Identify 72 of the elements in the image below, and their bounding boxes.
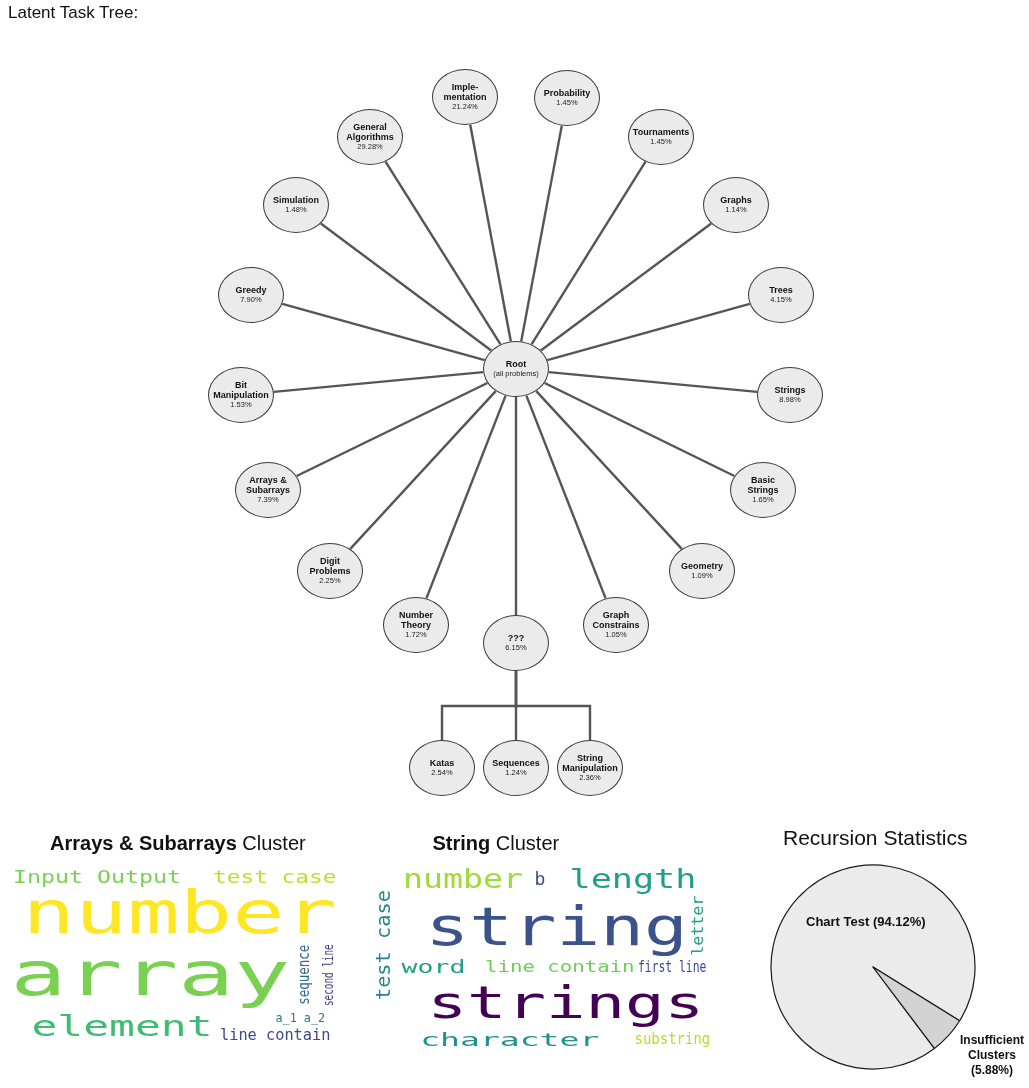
cloud-word: array: [10, 939, 290, 1010]
cloud-word: Input Output: [13, 865, 182, 887]
connector-line: [548, 370, 758, 394]
connector-line: [525, 395, 607, 599]
cloud-word: a_1 a_2: [275, 1011, 325, 1026]
connector-line: [530, 161, 647, 345]
connector-line: [320, 222, 492, 352]
node-title: Graphs: [720, 195, 752, 206]
chart-title: Recursion Statistics: [783, 826, 968, 851]
cloud-word: sequence: [296, 944, 314, 1005]
node-title: Katas: [429, 758, 455, 769]
cloud-word: number: [403, 866, 523, 892]
cloud-word: line contain: [219, 1027, 331, 1045]
connector-line: [273, 370, 484, 394]
connector-line: [544, 381, 735, 478]
node-title: Arrays & Subarrays: [245, 475, 291, 496]
node-title: Tournaments: [632, 127, 690, 138]
node-title: Graph Constrains: [591, 610, 641, 631]
node-ellipse: [483, 341, 549, 397]
cloud-word: b: [534, 870, 546, 888]
node-title: Strings: [774, 385, 806, 396]
node-title: Greedy: [235, 285, 267, 296]
cloud-word: substring: [633, 1029, 710, 1049]
node-title: Sequences: [492, 758, 540, 769]
cloud-word: letter: [690, 895, 708, 956]
node-title: Simulation: [273, 195, 319, 206]
node-ellipse: [757, 367, 823, 423]
connector-line: [281, 302, 486, 362]
connector-line: [546, 302, 751, 362]
cloud-word: word: [401, 958, 465, 976]
connector-line: [514, 671, 592, 740]
node-ellipse: [703, 177, 769, 233]
cloud-word: strings: [426, 976, 704, 1028]
node-title: ???: [507, 633, 525, 644]
node-title: Imple- mentation: [442, 82, 488, 103]
connector-line: [384, 161, 502, 345]
node-ellipse: [263, 177, 329, 233]
node-title: Basic Strings: [746, 475, 780, 496]
node-title: Digit Problems: [308, 556, 352, 577]
node-title: String Manipulation: [561, 753, 619, 774]
slice-label: Chart Test (94.12%): [806, 914, 926, 931]
cloud-word: element: [31, 1013, 213, 1041]
connector-line: [349, 390, 497, 550]
node-title: General Algorithms: [345, 122, 395, 143]
connector-line: [540, 222, 712, 352]
node-title: Trees: [769, 285, 793, 296]
diagram-title: Latent Task Tree:: [8, 3, 139, 23]
cloud-word: length: [569, 864, 697, 895]
cloud-word: line contain: [485, 959, 635, 975]
connector-line: [425, 395, 507, 599]
cloud-word: first line: [638, 959, 707, 975]
cluster-title: String Cluster: [432, 832, 560, 855]
cloud-word: test case: [213, 865, 337, 887]
connector-line: [520, 125, 563, 342]
cloud-word: test case: [371, 890, 395, 1001]
cloud-word: number: [22, 887, 337, 939]
node-title: Geometry: [681, 561, 723, 572]
node-title: Root: [505, 359, 527, 370]
cloud-word: character: [420, 1028, 600, 1050]
node-title: Bit Manipulation: [212, 380, 270, 401]
cluster-title: Arrays & Subarrays Cluster: [50, 832, 306, 855]
cloud-word: string: [424, 894, 688, 958]
node-ellipse: [235, 462, 301, 518]
cloud-word: second line: [319, 944, 337, 1007]
node-title: Probability: [543, 88, 591, 99]
connector-line: [514, 397, 518, 615]
slice-label: Insufficient Clusters (5.88%): [959, 1033, 1025, 1078]
connector-line: [469, 124, 512, 342]
connector-line: [296, 381, 488, 478]
node-ellipse: [730, 462, 796, 518]
node-title: Number Theory: [398, 610, 434, 631]
connector-line: [535, 390, 683, 550]
